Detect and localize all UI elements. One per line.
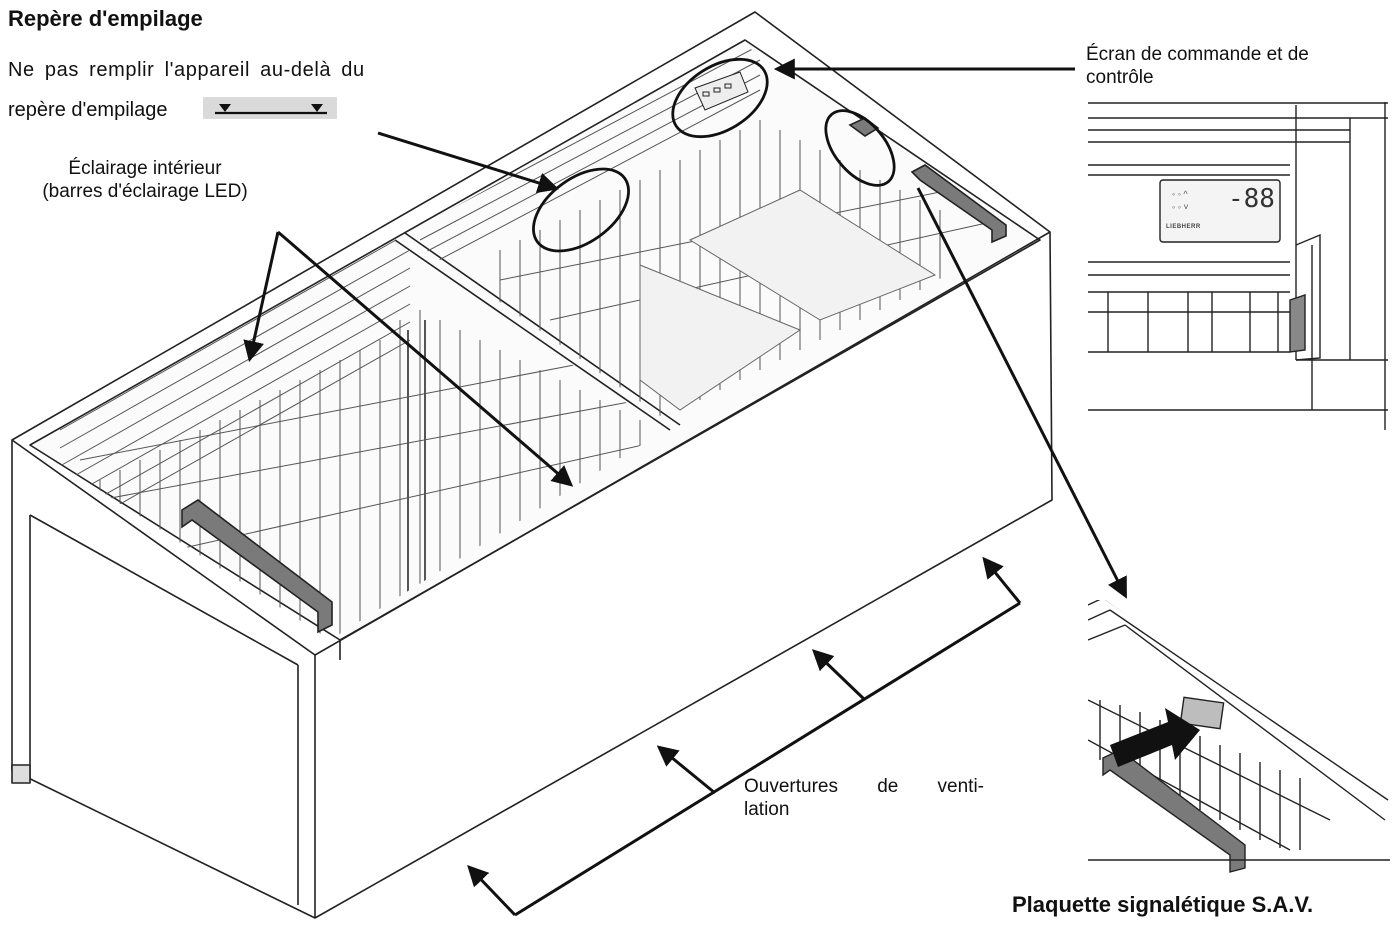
- ventilation-pointer: [467, 556, 1022, 917]
- callout-arrows: [243, 58, 1127, 599]
- ventilation-line1: Ouvertures de venti-: [744, 776, 984, 797]
- control-screen-label: Écran de commande et de contrôle: [1086, 44, 1309, 90]
- interior-lighting-label: Éclairage intérieur (barres d'éclairage …: [10, 158, 280, 204]
- inset-control-screen: [1088, 102, 1388, 430]
- control-panel-brand: LIEBHERR: [1166, 224, 1201, 230]
- control-screen-line2: contrôle: [1086, 66, 1154, 88]
- inset-nameplate: [1088, 600, 1390, 873]
- ventilation-line2: lation: [744, 798, 790, 820]
- freezer-control-panel: [694, 71, 749, 111]
- interior-lighting-line2: (barres d'éclairage LED): [42, 180, 248, 202]
- highlight-circles: [532, 57, 896, 253]
- nameplate-label: Plaquette signalétique S.A.V.: [1012, 892, 1314, 917]
- control-display-readout: -88: [1228, 184, 1275, 214]
- stacking-note-line2: repère d'empilage: [8, 99, 168, 121]
- stacking-mark-title: Repère d'empilage: [8, 6, 203, 31]
- interior-lighting-line1: Éclairage intérieur: [68, 158, 222, 179]
- stacking-mark-symbol: [203, 97, 337, 119]
- stacking-note-line1: Ne pas remplir l'appareil au-delà du: [8, 59, 365, 81]
- control-screen-line1: Écran de commande et de: [1086, 44, 1309, 65]
- control-button-icons: ◦ ◦ ^◦ ◦ ˅: [1172, 189, 1189, 212]
- nameplate-arrow: [1110, 708, 1200, 767]
- ventilation-label: Ouvertures de venti- lation: [744, 776, 984, 822]
- control-panel-buttons: ◦ ◦ ^◦ ◦ ˅: [1172, 188, 1189, 213]
- right-basket: [419, 45, 1001, 420]
- lid-handles: [181, 117, 1007, 634]
